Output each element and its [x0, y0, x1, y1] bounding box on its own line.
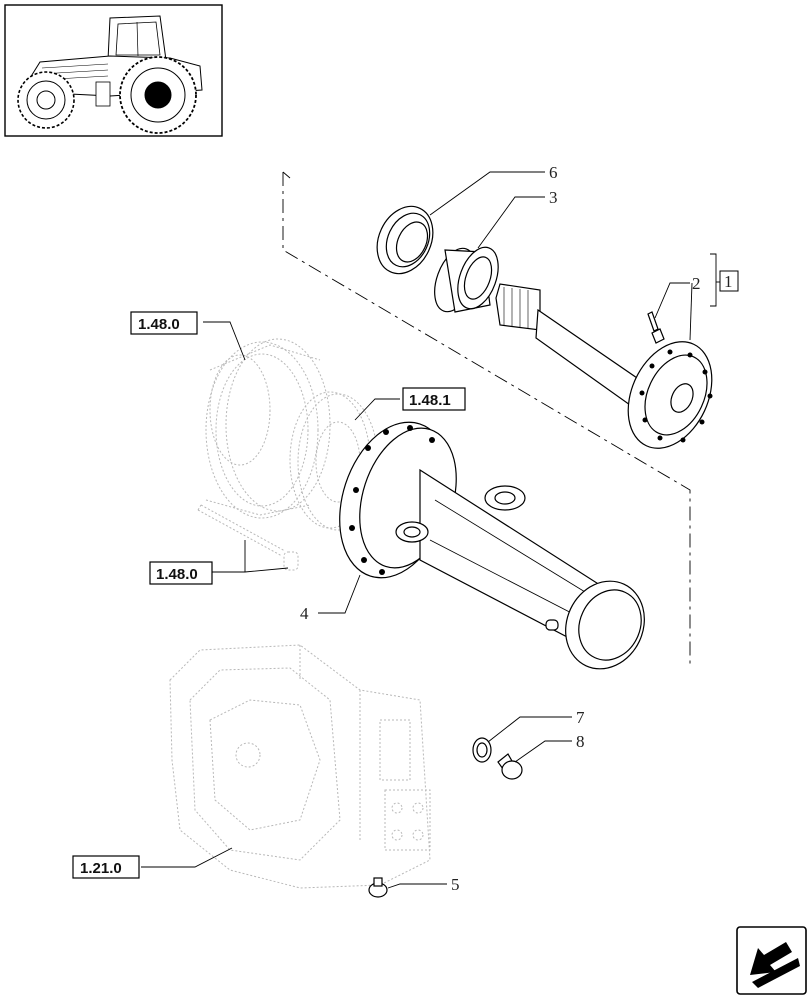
reference-box-1481[interactable]: 1.48.1 — [402, 387, 466, 411]
reference-box-1480-top[interactable]: 1.48.0 — [130, 311, 198, 335]
breather-part — [368, 877, 388, 898]
leader-lines — [141, 171, 720, 889]
callout-4: 4 — [300, 604, 309, 623]
tractor-thumbnail-icon — [4, 4, 223, 137]
svg-text:1.48.0: 1.48.0 — [156, 566, 198, 583]
axle-shaft-part — [495, 283, 713, 449]
reference-box-1210[interactable]: 1.21.0 — [72, 855, 140, 879]
washer-part — [472, 737, 492, 763]
ghost-transmission-casing — [169, 644, 431, 889]
callout-6: 6 — [549, 163, 558, 182]
callout-7: 7 — [576, 708, 585, 727]
svg-text:1.48.1: 1.48.1 — [409, 392, 451, 409]
bearing-part — [434, 246, 499, 313]
bolt-part — [647, 311, 665, 344]
svg-text:1.21.0: 1.21.0 — [80, 860, 122, 877]
callout-2: 2 — [692, 274, 701, 293]
callout-1-box — [719, 270, 739, 292]
callout-1: 1 — [724, 272, 733, 291]
ghost-stud — [197, 504, 299, 571]
callout-8: 8 — [576, 732, 585, 751]
seal-ring-part — [376, 205, 434, 275]
assembly-axis-line — [282, 171, 691, 668]
callout-3: 3 — [549, 188, 558, 207]
axle-housing-part — [339, 421, 645, 670]
callout-5: 5 — [451, 875, 460, 894]
plug-part — [497, 753, 523, 780]
ghost-brake-housing — [205, 338, 331, 519]
svg-text:1.48.0: 1.48.0 — [138, 316, 180, 333]
next-page-arrow-icon[interactable] — [736, 926, 807, 995]
reference-box-1480-bottom[interactable]: 1.48.0 — [149, 561, 213, 585]
